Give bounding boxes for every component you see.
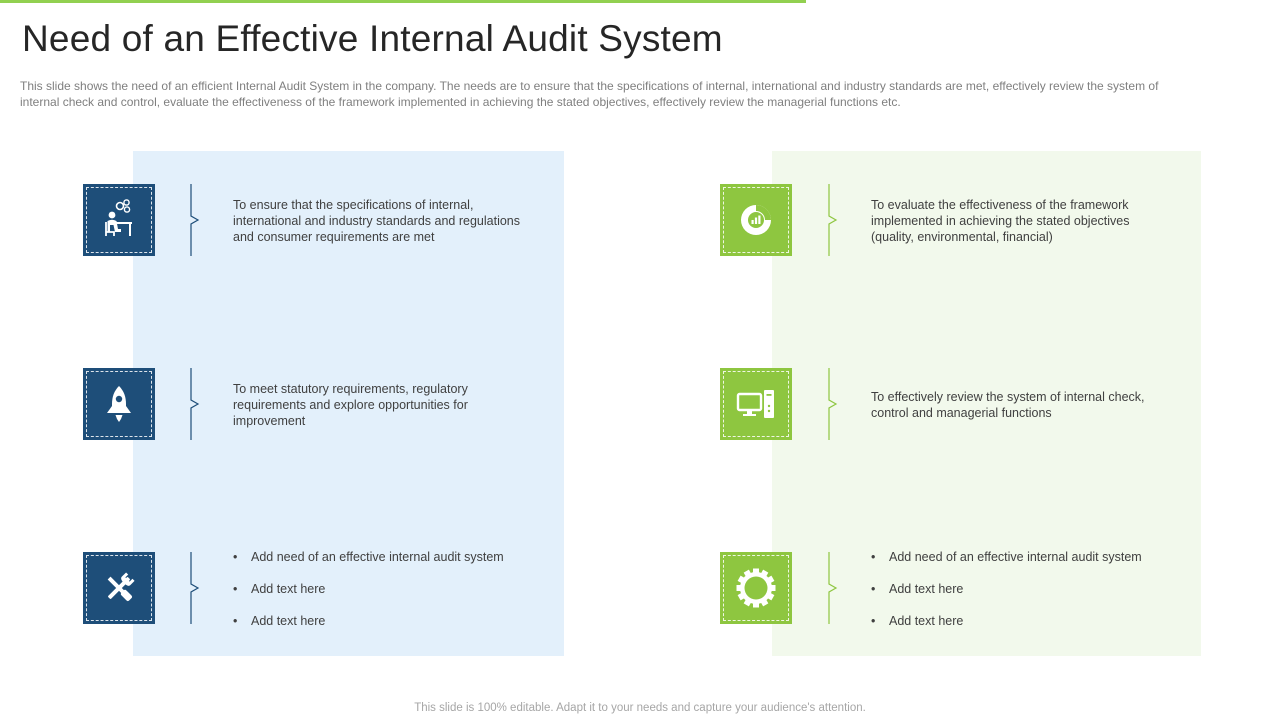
list-item: Add text here [233,581,553,613]
item-divider [824,368,838,440]
computer-icon [720,368,792,440]
page-subtitle: This slide shows the need of an efficien… [20,79,1159,109]
item-divider [186,552,200,624]
accent-bar [0,0,806,3]
page-title: Need of an Effective Internal Audit Syst… [22,18,723,59]
donut-chart-icon [720,184,792,256]
list-item: Add text here [871,581,1191,613]
list-item: Add text here [233,613,553,645]
tools-icon [83,552,155,624]
item-divider [186,184,200,256]
right-bullet-list: Add need of an effective internal audit … [871,549,1191,645]
footer-note: This slide is 100% editable. Adapt it to… [414,702,866,714]
framework-need-text: To evaluate the effectiveness of the fra… [871,198,1130,244]
review-need-text: To effectively review the system of inte… [871,390,1145,420]
item-divider [186,368,200,440]
item-divider [824,552,838,624]
statutory-need-text: To meet statutory requirements, regulato… [233,382,468,428]
rocket-icon [83,368,155,440]
list-item: Add need of an effective internal audit … [233,549,553,581]
item-divider [824,184,838,256]
list-item: Add text here [871,613,1191,645]
audit-need-text: To ensure that the specifications of int… [233,198,520,244]
person-at-desk-icon [83,184,155,256]
left-bullet-list: Add need of an effective internal audit … [233,549,553,645]
list-item: Add need of an effective internal audit … [871,549,1191,581]
gear-icon [720,552,792,624]
